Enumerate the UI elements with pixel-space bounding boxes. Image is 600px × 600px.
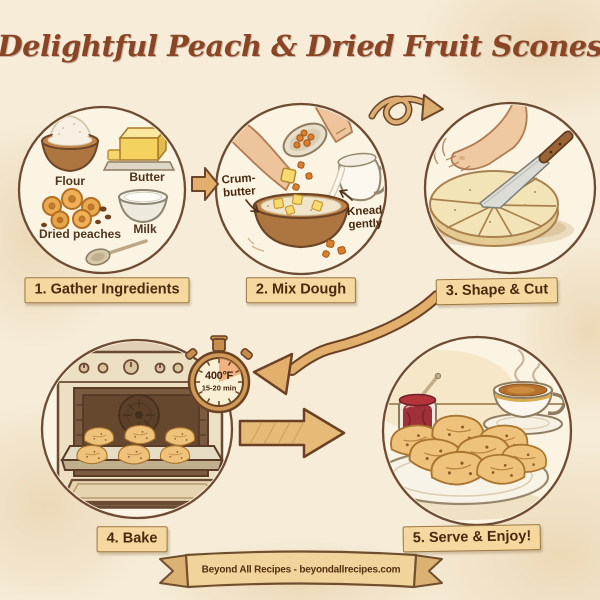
annotation-arrows (245, 189, 353, 213)
timer-illustration (185, 335, 253, 414)
footer-ribbon (159, 550, 443, 589)
step-label-5: 5. Serve & Enjoy! (402, 524, 542, 552)
step-label-4: 4. Bake (96, 526, 168, 552)
ingredient-label-dried-peaches: Dried peaches (38, 227, 122, 241)
step-label-1: 1. Gather Ingredients (24, 277, 190, 303)
step-label-2: 2. Mix Dough (245, 277, 357, 303)
timer-temperature: 400°F (205, 370, 233, 382)
scattered-fruit-illustration (322, 239, 346, 258)
butter-cube-held (280, 167, 297, 184)
patting-hand-illustration (433, 105, 528, 172)
mixing-bowl-illustration (247, 192, 350, 252)
oven-illustration (44, 342, 224, 509)
arrow-step1-to-step2 (191, 167, 219, 201)
poster-title: Delightful Peach & Dried Fruit Scones (0, 29, 600, 63)
annotation-crumb-butter: Crum- butter (221, 172, 257, 200)
knife-illustration (478, 130, 574, 209)
curved-arrow-step3-to-step4 (252, 290, 443, 396)
ingredient-label-flour: Flour (55, 174, 85, 188)
flour-bowl-illustration (40, 115, 100, 173)
ingredients-illustration (40, 115, 176, 266)
curly-arrow-step2-to-step3 (368, 94, 444, 126)
jam-jar-illustration (398, 372, 442, 435)
circle-step-1 (17, 105, 187, 275)
milk-bowl-illustration (117, 189, 169, 224)
arrow-step4-to-step5 (238, 407, 346, 459)
pouring-fruit-bowl-illustration (282, 122, 328, 201)
timer-duration: 15-20 min (201, 383, 237, 393)
footer-banner-text: Beyond All Recipes - beyondallrecipes.co… (201, 564, 401, 576)
oven-knobs (78, 359, 184, 375)
step-label-3: 3. Shape & Cut (435, 277, 559, 305)
annotation-knead-gently: Knead gently (346, 204, 383, 231)
dough-disc-illustration (429, 170, 559, 247)
ingredient-label-butter: Butter (129, 170, 165, 184)
dried-peaches-illustration (41, 188, 112, 230)
spoon-illustration (85, 239, 148, 266)
shape-cut-illustration (427, 105, 574, 247)
butter-illustration (102, 125, 176, 171)
ingredient-label-milk: Milk (133, 222, 157, 236)
